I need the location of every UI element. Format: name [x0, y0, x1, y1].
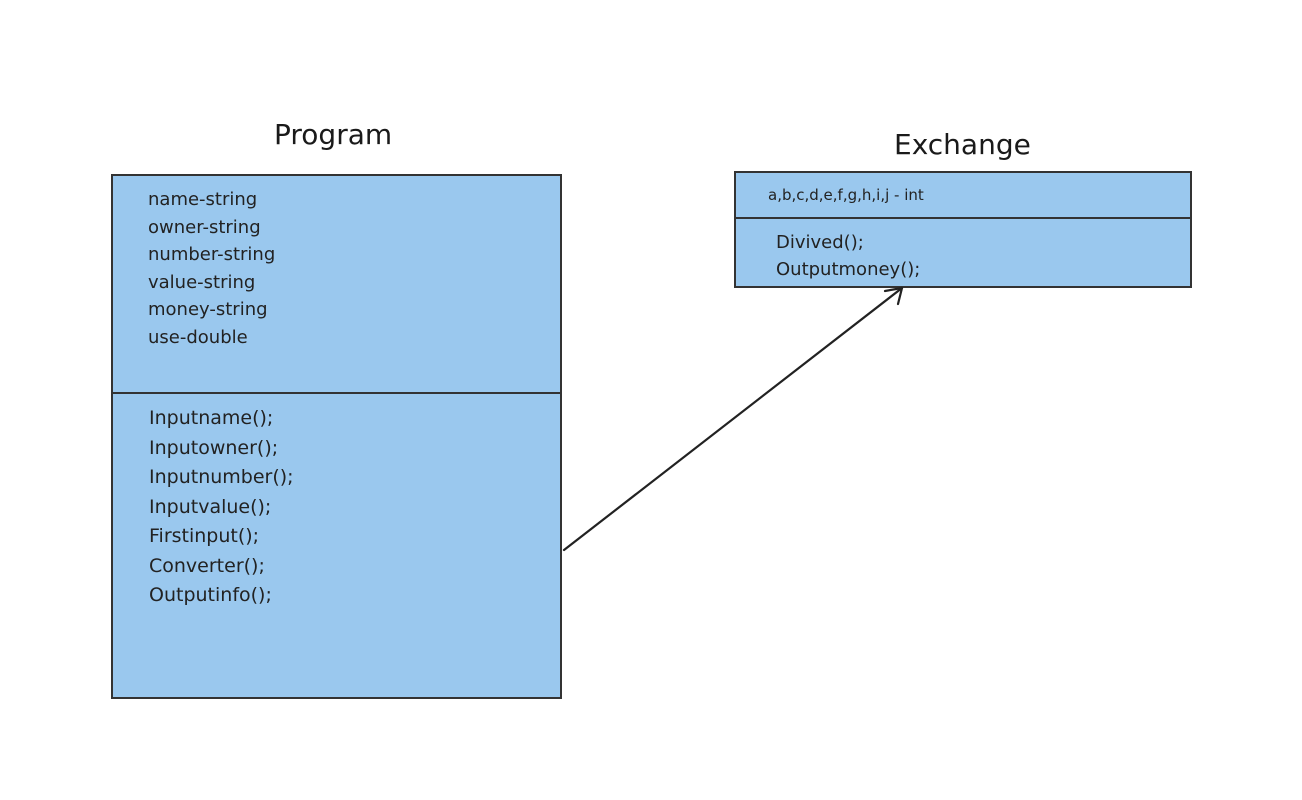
program-attribute: money-string	[148, 299, 268, 320]
exchange-compartment-divider	[736, 217, 1190, 219]
program-attribute: owner-string	[148, 216, 261, 238]
program-attribute: number-string	[148, 244, 276, 265]
program-compartment-divider	[113, 392, 560, 394]
arrowhead-icon	[883, 286, 904, 306]
program-class-title: Program	[274, 118, 393, 151]
exchange-attribute: a,b,c,d,e,f,g,h,i,j - int	[768, 186, 924, 204]
program-method: Inputvalue();	[149, 495, 272, 518]
exchange-method: Divived();	[776, 232, 864, 253]
exchange-class-title: Exchange	[894, 128, 1031, 161]
program-attributes-compartment: name-string owner-string number-string v…	[113, 176, 560, 392]
program-class-box[interactable]: name-string owner-string number-string v…	[111, 174, 562, 699]
program-attribute: name-string	[148, 189, 258, 210]
exchange-class-box[interactable]: a,b,c,d,e,f,g,h,i,j - int Divived(); Out…	[734, 171, 1192, 288]
association-arrow-line[interactable]	[562, 286, 904, 552]
program-method: Inputname();	[149, 407, 274, 429]
program-method: Converter();	[149, 554, 265, 577]
program-method: Inputowner();	[149, 436, 279, 459]
program-method: Firstinput();	[149, 525, 260, 547]
exchange-methods-compartment: Divived(); Outputmoney();	[736, 219, 1190, 286]
program-attribute: use-double	[148, 326, 248, 348]
exchange-method: Outputmoney();	[776, 259, 921, 280]
exchange-attributes-compartment: a,b,c,d,e,f,g,h,i,j - int	[736, 173, 1190, 217]
program-methods-compartment: Inputname(); Inputowner(); Inputnumber()…	[113, 394, 560, 697]
program-attribute: value-string	[148, 271, 256, 293]
program-method: Outputinfo();	[149, 584, 272, 606]
program-method: Inputnumber();	[149, 466, 294, 488]
